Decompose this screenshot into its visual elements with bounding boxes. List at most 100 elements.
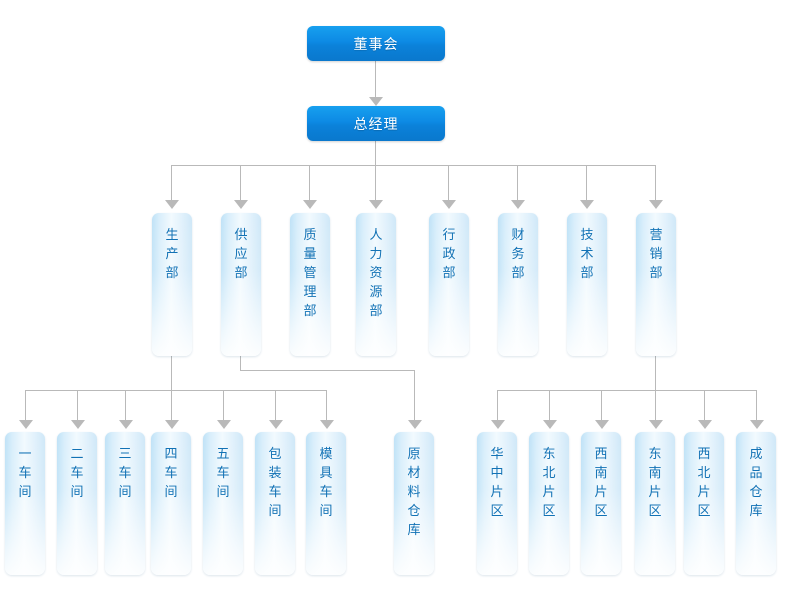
node-region-northeast[interactable]: 东北片区 <box>529 432 569 575</box>
node-workshop-4-label: 四车间 <box>164 447 178 500</box>
production-bus <box>25 390 326 391</box>
department-bus <box>171 165 656 166</box>
node-board[interactable]: 董事会 <box>307 26 445 61</box>
arrow-dept-5 <box>442 200 456 209</box>
node-region-northeast-label: 东北片区 <box>542 447 556 519</box>
drop-ws-4 <box>171 390 172 420</box>
node-department-supply[interactable]: 供应部 <box>221 213 261 356</box>
node-workshop-mold[interactable]: 模具车间 <box>306 432 346 575</box>
node-region-northwest[interactable]: 西北片区 <box>684 432 724 575</box>
drop-rg-2 <box>549 390 550 420</box>
node-finished-goods-warehouse[interactable]: 成品仓库 <box>736 432 776 575</box>
connector-gm-down <box>375 140 376 165</box>
drop-rg-5 <box>704 390 705 420</box>
arrow-gm <box>369 97 383 106</box>
node-region-central-china-label: 华中片区 <box>490 447 504 519</box>
drop-rg-4 <box>655 390 656 420</box>
node-workshop-5[interactable]: 五车间 <box>203 432 243 575</box>
node-department-admin[interactable]: 行政部 <box>429 213 469 356</box>
arrow-ws-6 <box>269 420 283 429</box>
node-region-southeast[interactable]: 东南片区 <box>635 432 675 575</box>
drop-dept-4 <box>375 165 376 200</box>
node-workshop-1-label: 一车间 <box>18 447 32 500</box>
node-department-production-label: 生产部 <box>165 228 179 281</box>
arrow-rg-6 <box>750 420 764 429</box>
drop-dept-2 <box>240 165 241 200</box>
node-workshop-packaging[interactable]: 包装车间 <box>255 432 295 575</box>
drop-ws-7 <box>326 390 327 420</box>
node-region-southeast-label: 东南片区 <box>648 447 662 519</box>
node-workshop-mold-label: 模具车间 <box>319 447 333 519</box>
connector-board-to-gm <box>375 60 376 97</box>
node-department-technology[interactable]: 技术部 <box>567 213 607 356</box>
node-department-quality[interactable]: 质量管理部 <box>290 213 330 356</box>
node-department-quality-label: 质量管理部 <box>303 228 317 319</box>
drop-dept-5 <box>448 165 449 200</box>
arrow-rg-2 <box>543 420 557 429</box>
arrow-dept-7 <box>580 200 594 209</box>
node-department-hr[interactable]: 人力资源部 <box>356 213 396 356</box>
drop-dept-8 <box>655 165 656 200</box>
drop-ws-3 <box>125 390 126 420</box>
arrow-dept-8 <box>649 200 663 209</box>
drop-rg-1 <box>497 390 498 420</box>
arrow-ws-7 <box>320 420 334 429</box>
drop-ws-2 <box>77 390 78 420</box>
node-department-marketing[interactable]: 营销部 <box>636 213 676 356</box>
node-workshop-5-label: 五车间 <box>216 447 230 500</box>
drop-rg-6 <box>756 390 757 420</box>
drop-ws-5 <box>223 390 224 420</box>
node-region-central-china[interactable]: 华中片区 <box>477 432 517 575</box>
arrow-ws-3 <box>119 420 133 429</box>
node-workshop-4[interactable]: 四车间 <box>151 432 191 575</box>
arrow-ws-4 <box>165 420 179 429</box>
arrow-ws-5 <box>217 420 231 429</box>
arrow-dept-4 <box>369 200 383 209</box>
arrow-rg-5 <box>698 420 712 429</box>
arrow-dept-6 <box>511 200 525 209</box>
drop-dept-6 <box>517 165 518 200</box>
drop-ws-1 <box>25 390 26 420</box>
drop-ws-6 <box>275 390 276 420</box>
connector-supply-down <box>240 355 241 370</box>
node-general-manager[interactable]: 总经理 <box>307 106 445 141</box>
connector-production-down <box>171 355 172 390</box>
node-workshop-1[interactable]: 一车间 <box>5 432 45 575</box>
node-department-finance-label: 财务部 <box>511 228 525 281</box>
arrow-dept-3 <box>303 200 317 209</box>
arrow-dept-1 <box>165 200 179 209</box>
node-raw-material-warehouse[interactable]: 原材料仓库 <box>394 432 434 575</box>
drop-raw-warehouse <box>414 370 415 420</box>
node-raw-material-warehouse-label: 原材料仓库 <box>407 447 421 538</box>
arrow-rg-4 <box>649 420 663 429</box>
node-workshop-3[interactable]: 三车间 <box>105 432 145 575</box>
node-workshop-2[interactable]: 二车间 <box>57 432 97 575</box>
arrow-rg-3 <box>595 420 609 429</box>
drop-dept-7 <box>586 165 587 200</box>
marketing-bus <box>497 390 756 391</box>
node-department-hr-label: 人力资源部 <box>369 228 383 319</box>
arrow-rg-1 <box>491 420 505 429</box>
node-department-admin-label: 行政部 <box>442 228 456 281</box>
node-workshop-packaging-label: 包装车间 <box>268 447 282 519</box>
node-department-finance[interactable]: 财务部 <box>498 213 538 356</box>
node-workshop-3-label: 三车间 <box>118 447 132 500</box>
node-region-northwest-label: 西北片区 <box>697 447 711 519</box>
node-finished-goods-warehouse-label: 成品仓库 <box>749 447 763 519</box>
node-department-marketing-label: 营销部 <box>649 228 663 281</box>
drop-dept-3 <box>309 165 310 200</box>
connector-marketing-down <box>655 355 656 390</box>
node-department-technology-label: 技术部 <box>580 228 594 281</box>
drop-dept-1 <box>171 165 172 200</box>
node-department-supply-label: 供应部 <box>234 228 248 281</box>
node-general-manager-label: 总经理 <box>353 116 399 133</box>
supply-bus <box>240 370 415 371</box>
arrow-raw-warehouse <box>408 420 422 429</box>
node-board-label: 董事会 <box>353 36 399 53</box>
node-region-southwest[interactable]: 西南片区 <box>581 432 621 575</box>
arrow-ws-1 <box>19 420 33 429</box>
drop-rg-3 <box>601 390 602 420</box>
node-workshop-2-label: 二车间 <box>70 447 84 500</box>
node-department-production[interactable]: 生产部 <box>152 213 192 356</box>
